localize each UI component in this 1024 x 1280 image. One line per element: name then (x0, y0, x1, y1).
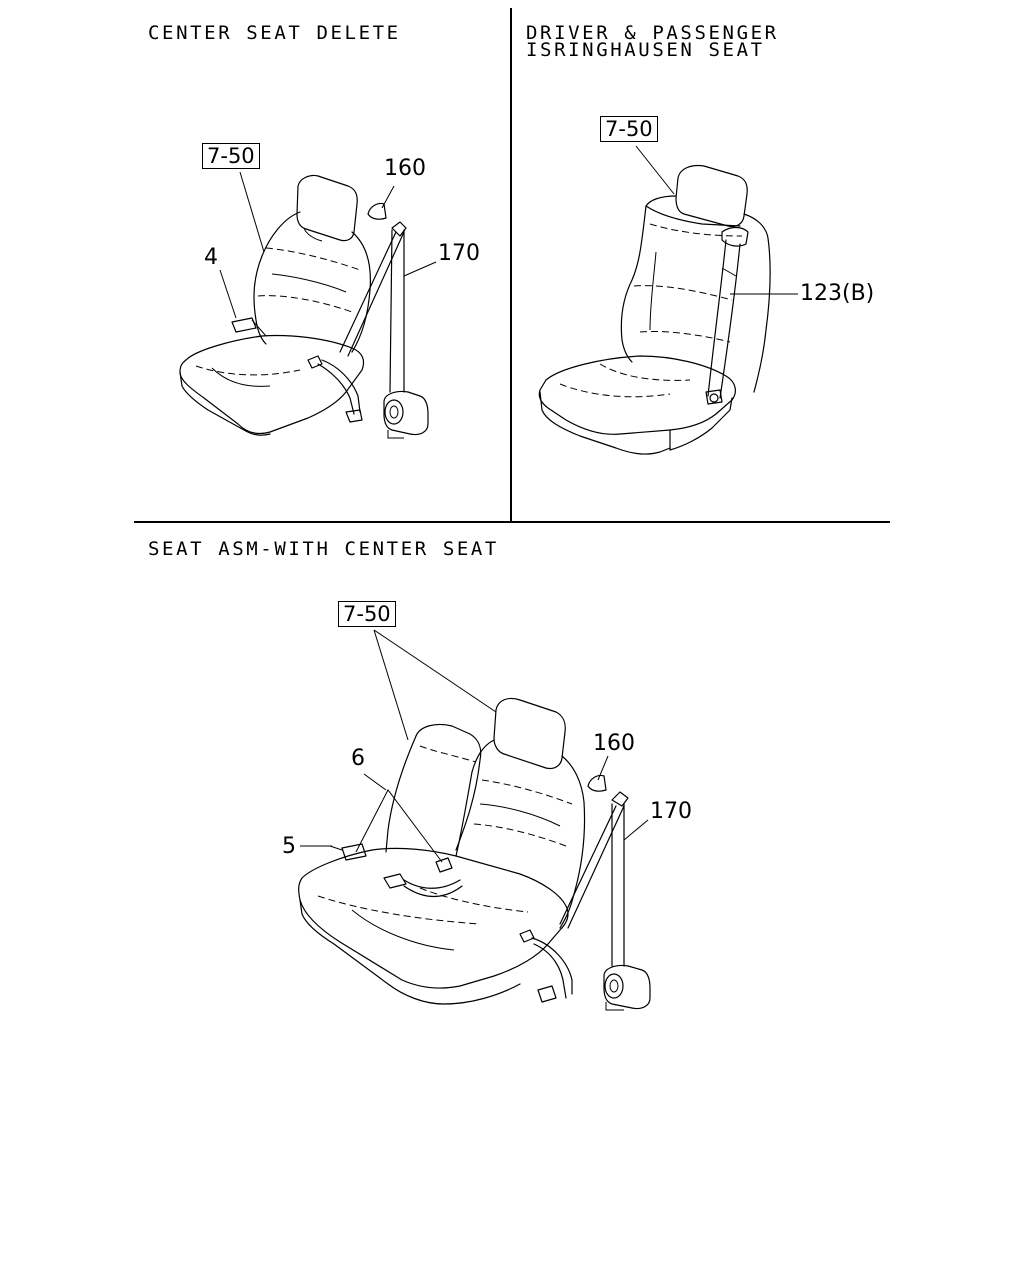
callout-6: 6 (351, 746, 365, 771)
callout-5: 5 (282, 834, 296, 859)
ref-box-top-right: 7-50 (600, 116, 658, 142)
isringhausen-seat-drawing (538, 145, 798, 455)
callout-123b: 123(B) (800, 281, 875, 306)
ref-box-top-left: 7-50 (202, 143, 260, 169)
callout-160-top-left: 160 (384, 156, 426, 181)
single-seat-drawing (179, 171, 437, 439)
callout-4: 4 (204, 245, 218, 270)
callout-160-bottom: 160 (593, 731, 635, 756)
panel-heading-center-seat-delete: CENTER SEAT DELETE (148, 22, 401, 44)
bench-seat-drawing (298, 629, 651, 1011)
panel-heading-isringhausen: ISRINGHAUSEN SEAT (526, 39, 765, 61)
callout-170-top-left: 170 (438, 241, 480, 266)
callout-170-bottom: 170 (650, 799, 692, 824)
panel-heading-driver-passenger: DRIVER & PASSENGER (526, 22, 779, 44)
panel-heading-seat-asm: SEAT ASM-WITH CENTER SEAT (148, 538, 499, 560)
ref-box-bottom: 7-50 (338, 601, 396, 627)
